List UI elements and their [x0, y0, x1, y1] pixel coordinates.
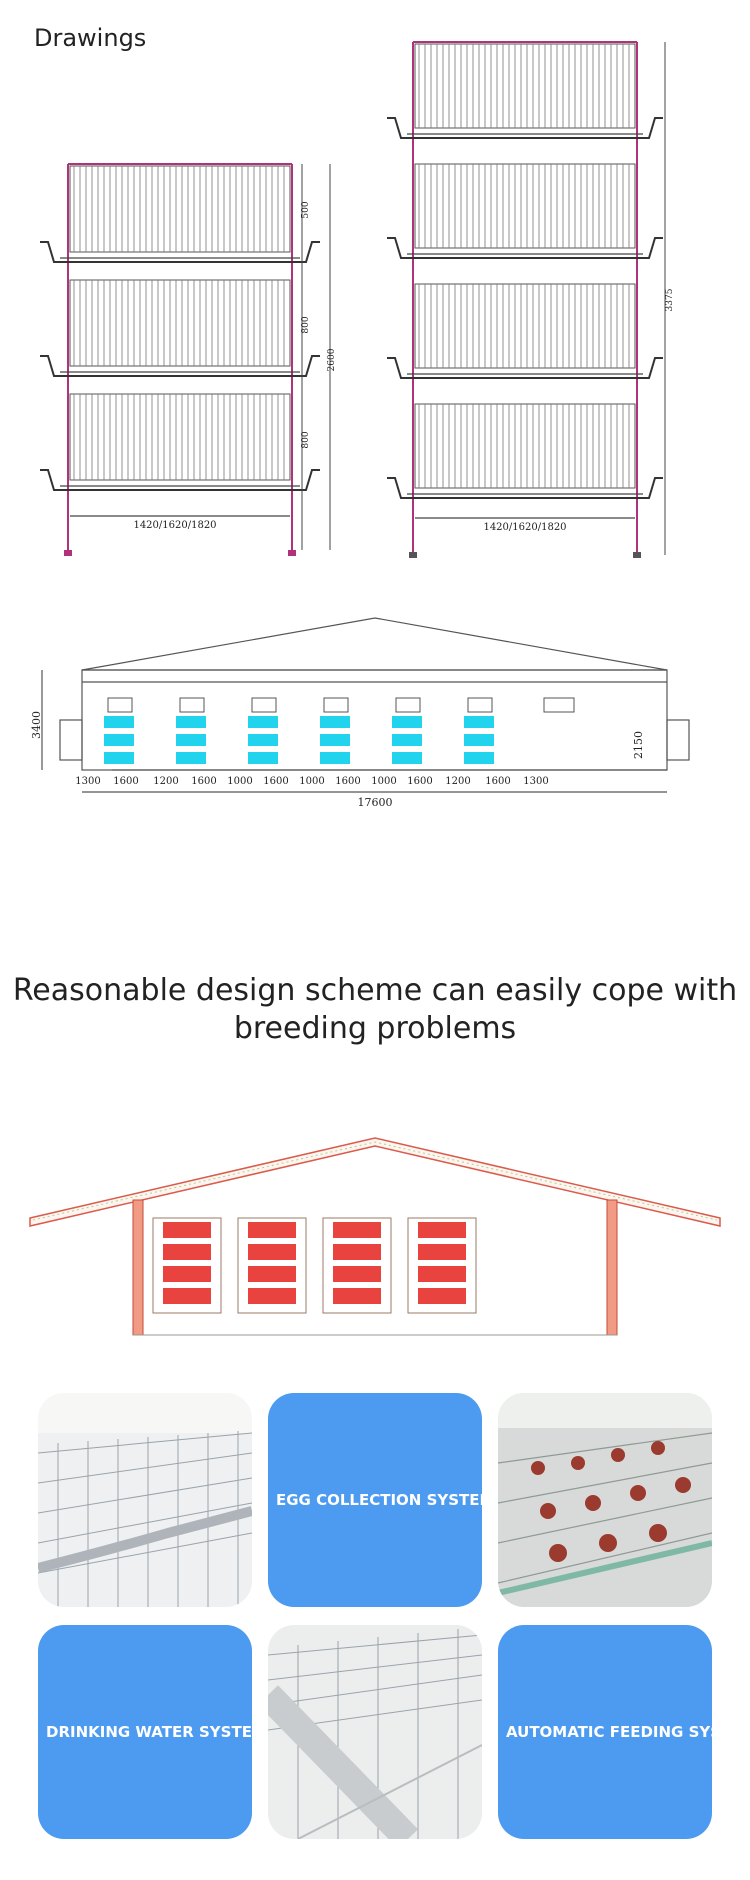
feeder-hopper	[251, 697, 277, 713]
cage-row	[418, 1244, 466, 1260]
spacing-label: 1300	[75, 776, 100, 787]
total-height-label: 3375	[665, 288, 675, 311]
spacing-label: 1300	[523, 776, 548, 787]
cage-block	[320, 716, 350, 728]
cage-block	[392, 734, 422, 746]
total-height-label: 2600	[327, 348, 337, 371]
feeder-hopper	[467, 697, 493, 713]
spacing-label: 1600	[191, 776, 216, 787]
headline-line: Reasonable design scheme can easily cope…	[12, 973, 738, 1008]
tile-label: EGG COLLECTION SYSTEM	[276, 1491, 482, 1509]
headline-line: breeding problems	[233, 1011, 517, 1046]
spacing-label: 1600	[263, 776, 288, 787]
cage-row	[333, 1222, 381, 1238]
spacing-label: 1200	[153, 776, 178, 787]
feeder-hopper	[543, 697, 575, 713]
cage-row	[163, 1244, 211, 1260]
cage-row	[333, 1266, 381, 1282]
house-section-drawing: 3400 2150 1300 1600 1200 1600 1000 1600 1000 16…	[30, 617, 690, 809]
cage-row	[248, 1266, 296, 1282]
feeder-hopper	[395, 697, 421, 713]
cage-height-label: 2150	[632, 731, 645, 759]
dim-label: 500	[301, 201, 311, 218]
cage-row	[248, 1222, 296, 1238]
cage-row	[333, 1244, 381, 1260]
cage-row	[163, 1288, 211, 1304]
cage-block	[176, 734, 206, 746]
cage-block	[464, 734, 494, 746]
spacing-label: 1200	[445, 776, 470, 787]
drinking-water-tile[interactable]: DRINKING WATER SYSTEM	[38, 1625, 252, 1839]
house-layout-illustration	[29, 1137, 721, 1336]
dim-label: 800	[301, 431, 311, 448]
section-title: Drawings	[34, 24, 147, 52]
cage-row	[248, 1288, 296, 1304]
spacing-label: 1600	[113, 776, 138, 787]
spacing-label: 1000	[227, 776, 252, 787]
spacing-label: 1600	[335, 776, 360, 787]
house-height-label: 3400	[30, 711, 43, 739]
cage-block	[464, 752, 494, 764]
feeder-hopper	[107, 697, 133, 713]
cage-row	[163, 1222, 211, 1238]
spacing-label: 1000	[371, 776, 396, 787]
automatic-feeding-tile[interactable]: AUTOMATIC FEEDING SYSTEM	[498, 1625, 712, 1839]
feeder-hopper	[179, 697, 205, 713]
cage-block	[248, 734, 278, 746]
width-label: 1420/1620/1820	[483, 522, 566, 533]
spacing-label: 1000	[299, 776, 324, 787]
photo-tile-cages	[38, 1393, 252, 1607]
cage-row	[333, 1288, 381, 1304]
cage-block	[176, 716, 206, 728]
spacing-label: 1600	[485, 776, 510, 787]
dim-label: 800	[301, 316, 311, 333]
cage-block	[392, 716, 422, 728]
total-width-label: 17600	[358, 796, 393, 809]
cage-block	[392, 752, 422, 764]
headline: Reasonable design scheme can easily cope…	[0, 972, 750, 1048]
cage-row	[418, 1266, 466, 1282]
cage-block	[104, 752, 134, 764]
cage-block	[464, 716, 494, 728]
tile-label: AUTOMATIC FEEDING SYSTEM	[506, 1723, 712, 1741]
cage-block	[320, 752, 350, 764]
cage-block	[176, 752, 206, 764]
tile-label: DRINKING WATER SYSTEM	[46, 1723, 252, 1741]
width-label: 1420/1620/1820	[133, 520, 216, 531]
cage-row	[418, 1288, 466, 1304]
cage-drawing-4tier: 1420/1620/1820 3375	[387, 41, 675, 558]
cage-frame	[322, 1217, 392, 1314]
photo-tile-feeder	[268, 1625, 482, 1839]
cage-block	[104, 716, 134, 728]
cage-row	[163, 1266, 211, 1282]
cage-frame	[407, 1217, 477, 1314]
egg-collection-tile[interactable]: EGG COLLECTION SYSTEM	[268, 1393, 482, 1607]
cage-drawing-3tier: 1420/1620/1820 500 800 800 2600	[40, 163, 337, 556]
feeder-hopper	[323, 697, 349, 713]
spacing-label: 1600	[407, 776, 432, 787]
cage-row	[418, 1222, 466, 1238]
cage-frame	[237, 1217, 307, 1314]
cage-block	[248, 716, 278, 728]
cage-block	[104, 734, 134, 746]
cage-block	[248, 752, 278, 764]
cage-frame	[152, 1217, 222, 1314]
cage-block	[320, 734, 350, 746]
cage-row	[248, 1244, 296, 1260]
photo-tile-hens	[498, 1393, 712, 1607]
